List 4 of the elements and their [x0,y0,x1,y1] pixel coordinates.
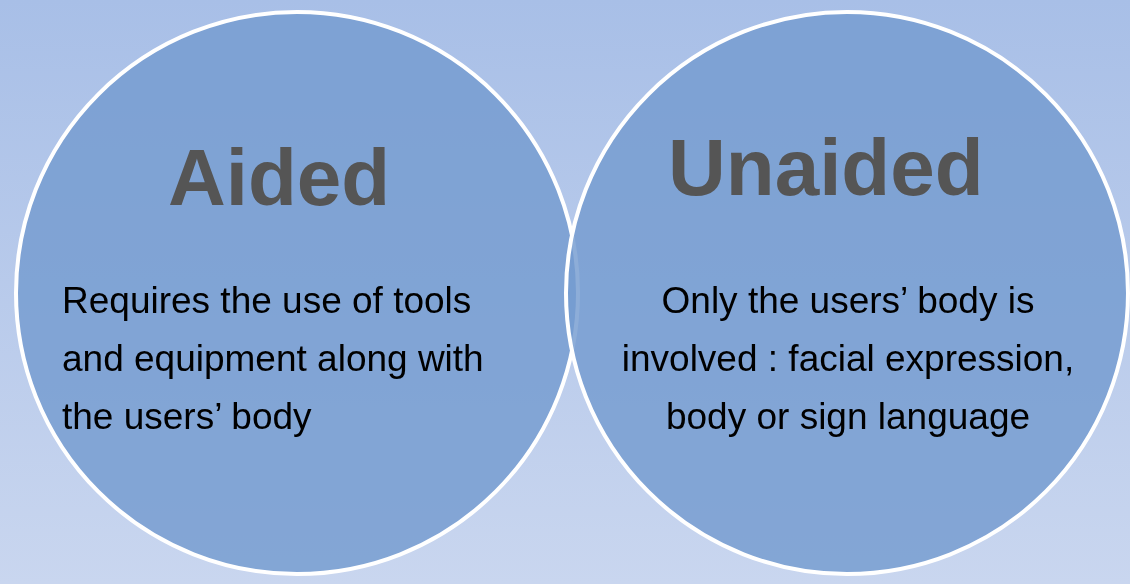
circle-description: Only the users’ body is involved : facial expression, body or sign language [620,279,1076,439]
circle-description: Requires the use of tools and equipment along with the users’ body [62,279,485,439]
circle-heading: Aided [168,132,391,224]
circle-heading: Unaided [668,122,984,214]
